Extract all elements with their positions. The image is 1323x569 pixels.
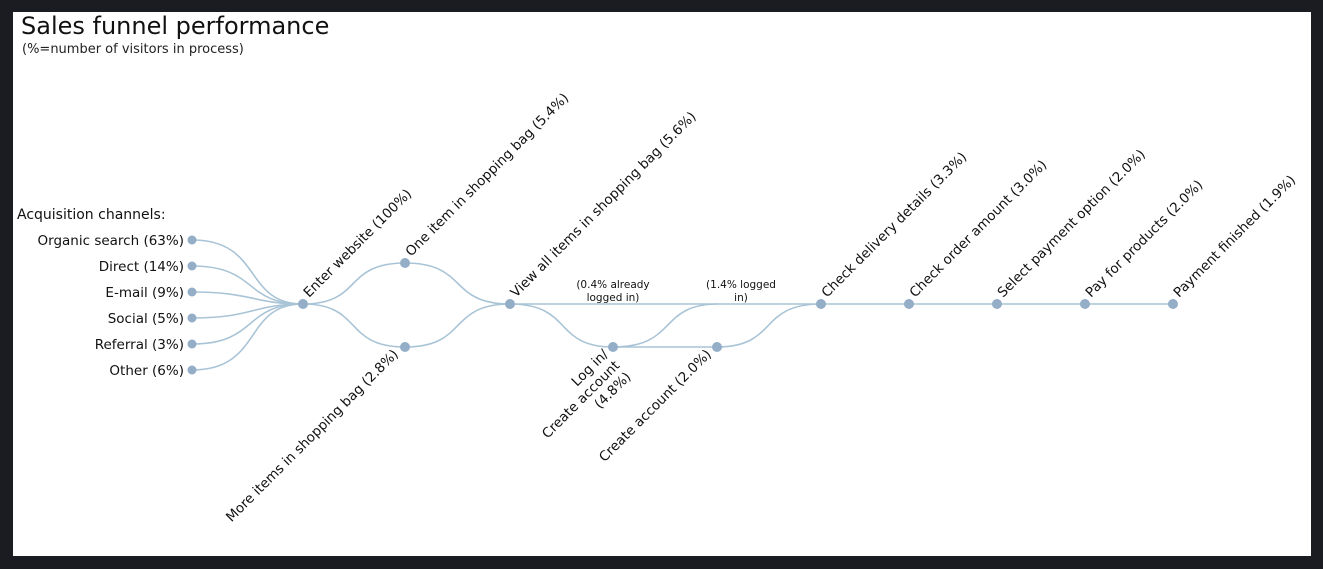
node-direct <box>187 261 197 271</box>
page-subtitle: (%=number of visitors in process) <box>22 42 244 57</box>
node-other <box>187 365 197 375</box>
link-email <box>191 291 304 305</box>
channel-label-other: Other (6%) <box>109 363 184 379</box>
link-more-items-view-all <box>404 303 511 348</box>
step-label-one-item: One item in shopping bag (5.4%) <box>403 90 573 260</box>
note-already-logged-line-1: (0.4% already <box>576 279 649 291</box>
node-organic <box>187 235 197 245</box>
step-label-select-payment: Select payment option (2.0%) <box>995 147 1149 301</box>
node-email <box>187 287 197 297</box>
flow-notes: (0.4% already logged in) (1.4% logged in… <box>576 279 776 304</box>
link-login-delivery <box>612 303 719 348</box>
node-check-order <box>904 299 914 309</box>
link-referral <box>191 303 304 345</box>
page-title: Sales funnel performance <box>21 12 330 40</box>
link-organic <box>191 239 304 305</box>
funnel-panel: Sales funnel performance (%=number of vi… <box>13 12 1311 556</box>
step-label-more-items: More items in shopping bag (2.8%) <box>223 347 402 526</box>
channel-labels: Acquisition channels: Organic search (63… <box>17 207 184 379</box>
note-logged-line-1: (1.4% logged <box>706 279 776 291</box>
channel-label-direct: Direct (14%) <box>99 259 184 275</box>
link-view-all-login <box>509 303 614 348</box>
note-logged-line-2: in) <box>734 292 748 304</box>
step-label-enter: Enter website (100%) <box>301 186 416 301</box>
step-labels: Enter website (100%) One item in shoppin… <box>223 90 1299 525</box>
channels-heading: Acquisition channels: <box>17 207 166 223</box>
node-select-payment <box>992 299 1002 309</box>
channel-label-email: E-mail (9%) <box>105 285 184 301</box>
funnel-diagram: Acquisition channels: Organic search (63… <box>17 90 1299 525</box>
node-pay <box>1080 299 1090 309</box>
link-one-item-view-all <box>404 262 511 305</box>
link-enter-more-items <box>302 303 406 348</box>
link-enter-one-item <box>302 262 406 305</box>
node-referral <box>187 339 197 349</box>
node-social <box>187 313 197 323</box>
funnel-nodes <box>187 235 1178 375</box>
channel-label-social: Social (5%) <box>108 311 184 327</box>
node-login <box>608 342 618 352</box>
link-other <box>191 303 304 371</box>
link-direct <box>191 265 304 305</box>
step-label-check-delivery: Check delivery details (3.3%) <box>819 149 971 301</box>
channel-label-referral: Referral (3%) <box>95 337 184 353</box>
node-finished <box>1168 299 1178 309</box>
channel-label-organic: Organic search (63%) <box>38 233 184 249</box>
node-enter <box>298 299 308 309</box>
node-one-item <box>400 258 410 268</box>
note-already-logged-line-2: logged in) <box>587 292 640 304</box>
node-more-items <box>400 342 410 352</box>
node-create-account <box>712 342 722 352</box>
node-view-all <box>505 299 515 309</box>
node-check-delivery <box>816 299 826 309</box>
step-label-view-all: View all items in shopping bag (5.6%) <box>508 109 700 301</box>
link-create-delivery <box>716 303 822 348</box>
